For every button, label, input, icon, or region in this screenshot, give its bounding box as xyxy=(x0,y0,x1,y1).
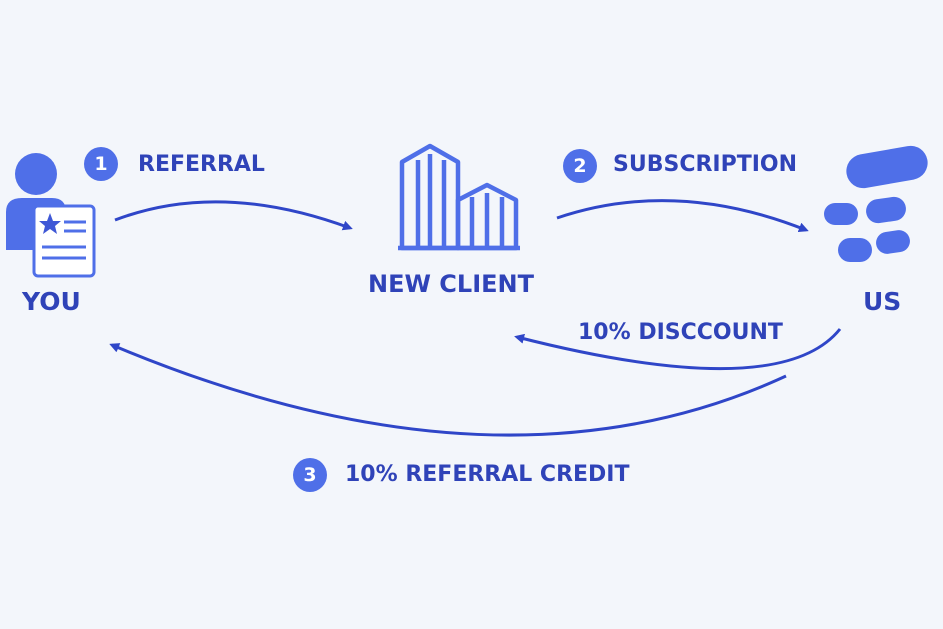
you-label: YOU xyxy=(22,287,81,316)
new-client-label: NEW CLIENT xyxy=(368,270,534,298)
discount-label: 10% DISCCOUNT xyxy=(578,320,783,345)
referral-credit-arrow xyxy=(109,343,787,437)
referral-label: REFERRAL xyxy=(138,152,265,177)
subscription-label: SUBSCRIPTION xyxy=(613,152,798,177)
referral-arrow xyxy=(114,200,353,231)
step-1-badge: 1 xyxy=(84,147,118,181)
discount-arrow xyxy=(514,328,842,371)
step-3-badge: 3 xyxy=(293,458,327,492)
us-label: US xyxy=(863,287,902,316)
subscription-arrow xyxy=(556,199,809,233)
step-2-badge: 2 xyxy=(563,149,597,183)
company-logo-icon xyxy=(824,145,928,262)
person-with-id-card-icon xyxy=(6,153,96,278)
referral-credit-label: 10% REFERRAL CREDIT xyxy=(345,462,630,487)
buildings-icon xyxy=(398,143,520,251)
